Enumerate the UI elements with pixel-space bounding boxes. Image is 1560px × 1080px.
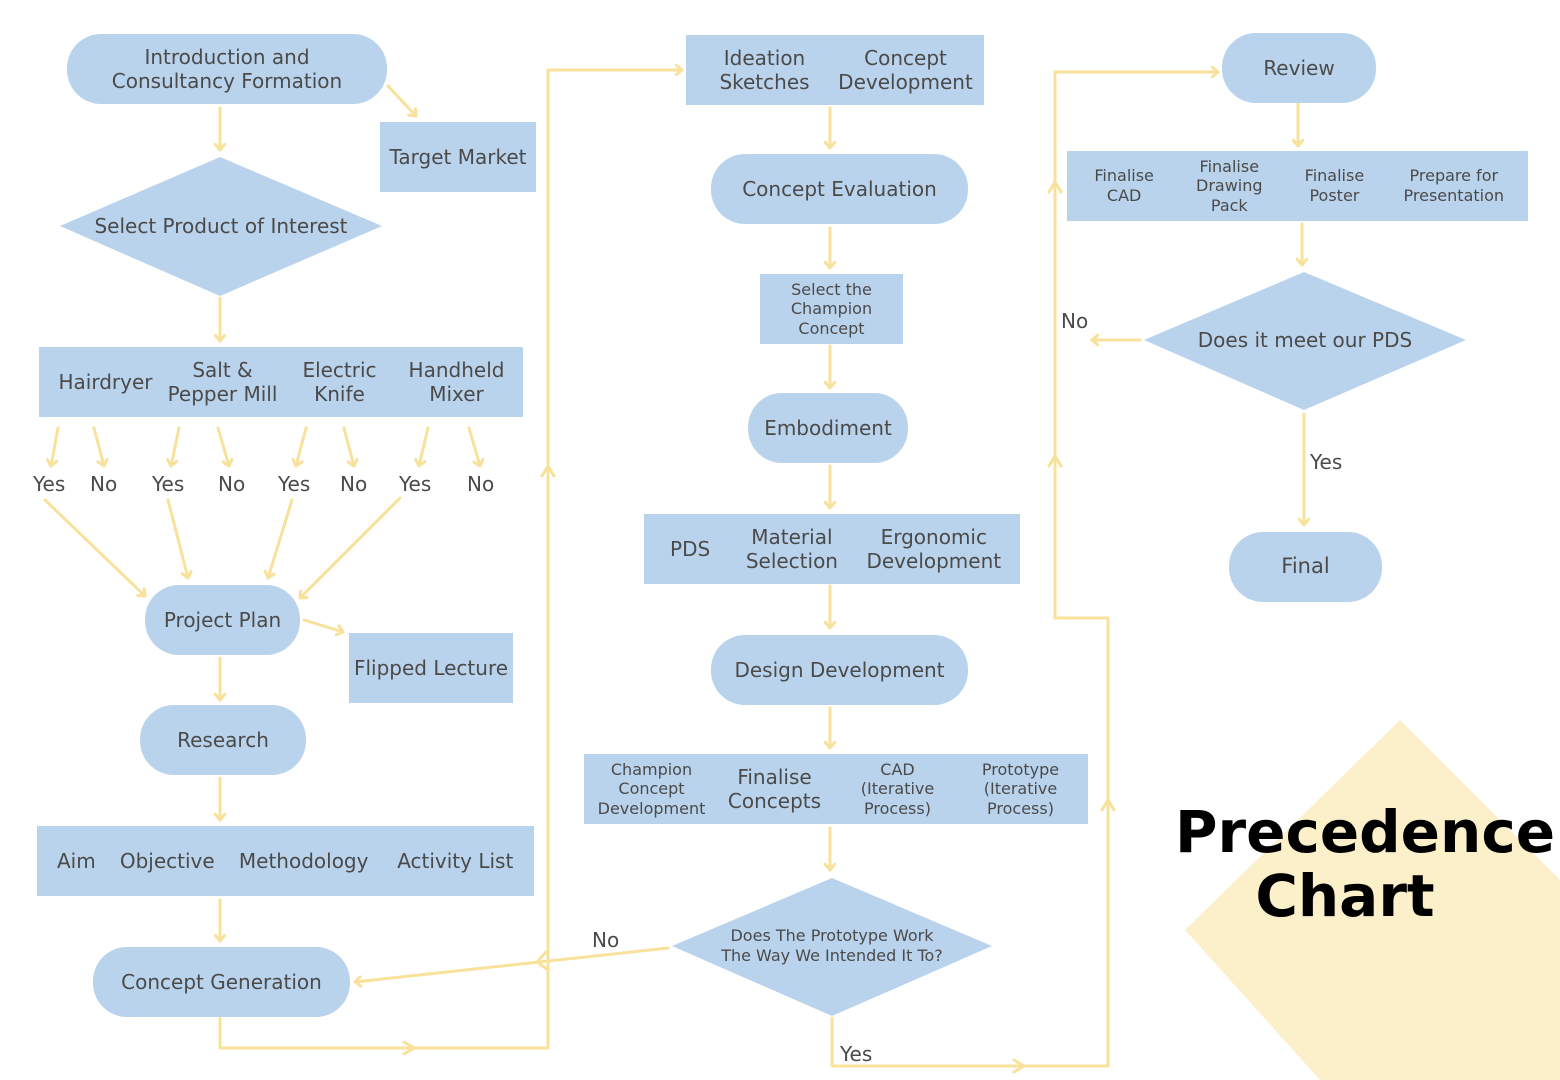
product-electric-knife: Electric Knife [302,358,377,406]
target-market-node: Target Market [380,122,536,192]
prototype-iterative-item: Prototype (Iterative Process) [981,759,1060,818]
design-development-node: Design Development [711,635,968,705]
connector-chevron [1047,454,1063,468]
champion-concept-development-item: Champion Concept Development [597,759,706,818]
choice-yes-hairdryer: Yes [33,472,66,496]
connector-chevron [1012,1058,1026,1074]
arrow-hairdryer-no [92,426,104,468]
pds-no-label: No [1061,309,1089,333]
intro-node: Introduction and Consultancy Formation [67,34,387,104]
arrow-mixer-yes [419,426,430,468]
project-plan-node: Project Plan [145,585,300,655]
ideation-sketches: Ideation Sketches [719,46,810,94]
product-hairdryer: Hairdryer [58,370,153,394]
prototype-no-label: No [592,928,620,952]
pds-items-bar: PDS Material Selection Ergonomic Develop… [644,514,1020,584]
product-handheld-mixer: Handheld Mixer [408,358,505,406]
prototype-yes-label: Yes [840,1042,873,1066]
connector-chevron [1047,180,1063,194]
arrow-knife-yes [296,426,308,468]
arrow-intro-to-target [386,84,418,118]
research-node: Research [140,705,306,775]
development-items-bar: Champion Concept Development Finalise Co… [584,754,1088,824]
champion-concept-node: Select the Champion Concept [760,274,903,344]
prototype-question-diamond [672,878,992,1016]
product-salt-pepper-mill: Salt & Pepper Mill [167,358,278,406]
choice-yes-mixer: Yes [399,472,432,496]
research-aim: Aim [56,849,96,873]
background-diamond [1185,720,1560,1080]
finalise-cad-item: Finalise CAD [1094,166,1154,205]
arrow-question-no-to-generation [353,946,670,982]
research-objective: Objective [119,849,215,873]
arrow-plan-to-lecture [302,618,345,632]
finalise-items-bar: Finalise CAD Finalise Drawing Pack Final… [1067,151,1528,221]
choice-yes-salt: Yes [152,472,185,496]
research-activity-list: Activity List [397,849,514,873]
pds-question-diamond [1144,272,1466,410]
prepare-presentation-item: Prepare for Presentation [1403,166,1505,205]
arrow-salt-no [216,426,229,468]
connector-question-yes-to-review [830,72,1220,1068]
connector-generation-to-ideation [218,70,684,1050]
arrow-mixer-no [467,426,480,468]
chart-title: Precedence Chart [1175,798,1556,930]
finalise-concepts-item: Finalise Concepts [727,765,822,813]
material-selection-item: Material Selection [745,525,838,573]
connector-chevron [402,1040,416,1056]
choice-no-knife: No [340,472,368,496]
choice-no-salt: No [218,472,246,496]
arrow-knife-no [342,426,354,468]
ideation-bar: Ideation Sketches Concept Development [686,35,984,105]
concept-evaluation-node: Concept Evaluation [711,154,968,224]
arrow-yes1-to-plan [43,498,147,598]
pds-item: PDS [670,537,711,561]
cad-iterative-item: CAD (Iterative Process) [860,759,935,818]
arrow-yes2-to-plan [166,498,188,580]
arrow-hairdryer-yes [51,426,60,468]
choice-no-hairdryer: No [90,472,118,496]
arrow-yes3-to-plan [268,498,294,580]
select-product-diamond [60,157,382,296]
arrow-salt-yes [171,426,181,468]
choice-yes-knife: Yes [278,472,311,496]
choice-no-mixer: No [467,472,495,496]
finalise-drawing-pack-item: Finalise Drawing Pack [1196,156,1263,215]
final-node: Final [1229,532,1382,602]
connector-chevron [1100,798,1116,812]
ergonomic-development-item: Ergonomic Development [866,525,1002,573]
pds-yes-label: Yes [1310,450,1343,474]
arrow-yes4-to-plan [298,496,402,600]
finalise-poster-item: Finalise Poster [1304,166,1365,205]
connector-chevron [535,950,550,972]
ideation-concept-development: Concept Development [838,46,973,94]
research-items-bar: Aim Objective Methodology Activity List [37,826,534,896]
connector-chevron [540,464,556,478]
research-methodology: Methodology [238,849,369,873]
embodiment-node: Embodiment [748,393,908,463]
concept-generation-node: Concept Generation [93,947,350,1017]
flipped-lecture-node: Flipped Lecture [349,633,513,703]
review-node: Review [1222,33,1376,103]
products-bar: Hairdryer Salt & Pepper Mill Electric Kn… [39,347,523,417]
